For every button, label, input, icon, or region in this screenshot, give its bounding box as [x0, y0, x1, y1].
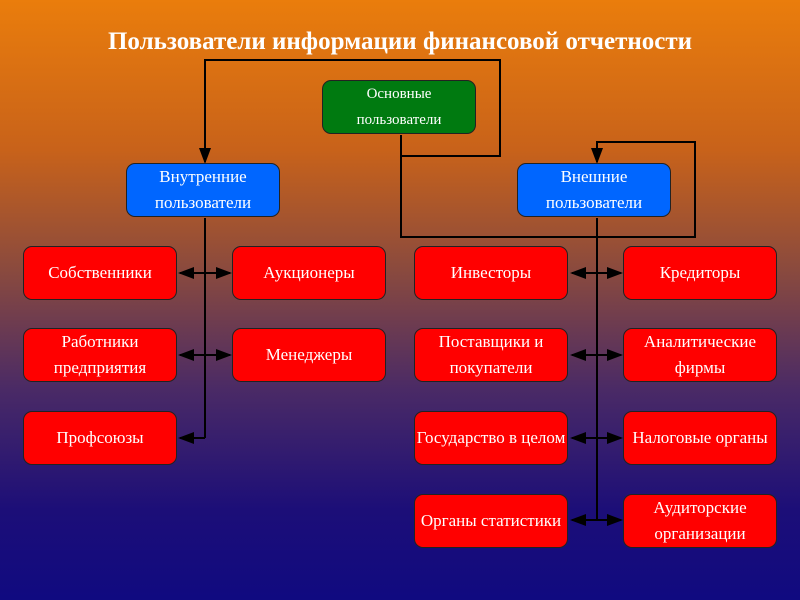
- root-to-internal-line: [199, 59, 501, 164]
- external-item: Налоговые органы: [623, 411, 777, 465]
- internal-item: Аукционеры: [232, 246, 386, 300]
- external-users-node: Внешние пользователи: [517, 163, 671, 217]
- external-item: Аудиторские организации: [623, 494, 777, 548]
- internal-users-node: Внутренние пользователи: [126, 163, 280, 217]
- slide-title: Пользователи информации финансовой отчет…: [107, 28, 693, 55]
- external-item: Аналитические фирмы: [623, 328, 777, 382]
- external-item: Поставщики и покупатели: [414, 328, 568, 382]
- internal-item: Профсоюзы: [23, 411, 177, 465]
- external-item: Кредиторы: [623, 246, 777, 300]
- external-item: Государство в целом: [414, 411, 568, 465]
- internal-item: Собственники: [23, 246, 177, 300]
- external-item: Инвесторы: [414, 246, 568, 300]
- internal-item: Менеджеры: [232, 328, 386, 382]
- internal-item: Работники предприятия: [23, 328, 177, 382]
- external-item: Органы статистики: [414, 494, 568, 548]
- root-to-external-line: [400, 135, 696, 238]
- root-node: Основные пользователи: [322, 80, 476, 134]
